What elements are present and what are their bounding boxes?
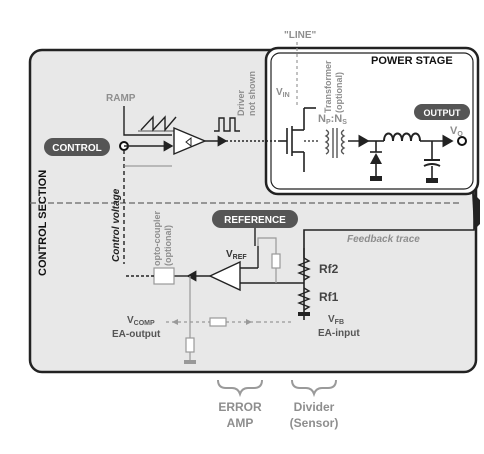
divider-label-1: Divider	[294, 400, 335, 414]
control-badge	[44, 138, 110, 156]
ramp-label: RAMP	[106, 93, 136, 104]
turns-ratio-label: NP:NS	[318, 113, 347, 126]
error-amp-bracket	[217, 379, 263, 398]
inductor-icon	[383, 132, 421, 142]
feedback-connector	[472, 192, 480, 230]
optocoupler-box	[153, 267, 175, 285]
rf1-label: Rf1	[319, 290, 339, 304]
power-stage-box	[264, 46, 480, 196]
transformer-label-2: (optional)	[334, 72, 344, 113]
ea-output-label: EA-output	[112, 329, 161, 340]
pwm-comparator	[173, 126, 207, 156]
pwm-waveform-icon	[214, 117, 240, 132]
transformer-label-1: Transformer	[323, 60, 333, 113]
error-amp-label-1: ERROR	[218, 400, 262, 414]
vo-label: VO	[450, 125, 463, 138]
driver-label-1: Driver	[236, 89, 246, 116]
error-amplifier	[208, 260, 241, 292]
ref-resistor	[271, 253, 281, 269]
rf2-label: Rf2	[319, 262, 339, 276]
ramp-waveform-icon	[140, 115, 177, 132]
power-stage-inner-border	[270, 52, 474, 190]
vin-label: VIN	[276, 87, 290, 99]
output-node	[457, 136, 467, 146]
mosfet-switch	[280, 107, 316, 172]
control-badge-label: CONTROL	[52, 143, 101, 154]
comp-capacitor	[185, 337, 195, 353]
ramp-wire	[123, 106, 172, 136]
feedback-trace-label: Feedback trace	[347, 234, 420, 245]
power-stage-title: POWER STAGE	[371, 55, 453, 67]
vfb-label: VFB	[328, 314, 344, 326]
diode-icon	[370, 153, 382, 164]
divider-bracket	[291, 379, 337, 398]
error-amp-label-2: AMP	[227, 416, 254, 430]
vcomp-label: VCOMP	[127, 315, 155, 327]
reference-badge-label: REFERENCE	[224, 215, 286, 226]
rf1-resistor	[297, 287, 311, 311]
control-voltage-label: Control voltage	[111, 188, 122, 262]
output-badge-label: OUTPUT	[424, 108, 462, 118]
reference-badge	[212, 210, 298, 228]
optocoupler-label-2: (optional)	[163, 225, 173, 266]
transformer-coils	[324, 128, 346, 158]
ea-input-label: EA-input	[318, 328, 360, 339]
optocoupler-label-1: opto-coupler	[152, 211, 162, 266]
rf2-resistor	[297, 257, 311, 281]
line-label: "LINE"	[284, 30, 317, 41]
control-section-title: CONTROL SECTION	[37, 170, 49, 276]
driver-label-2: not shown	[247, 71, 257, 116]
output-badge	[414, 104, 470, 120]
divider-label-2: (Sensor)	[290, 416, 339, 430]
comp-resistor	[209, 317, 227, 327]
diode-ground-icon	[370, 176, 382, 181]
vref-label: VREF	[226, 249, 247, 261]
